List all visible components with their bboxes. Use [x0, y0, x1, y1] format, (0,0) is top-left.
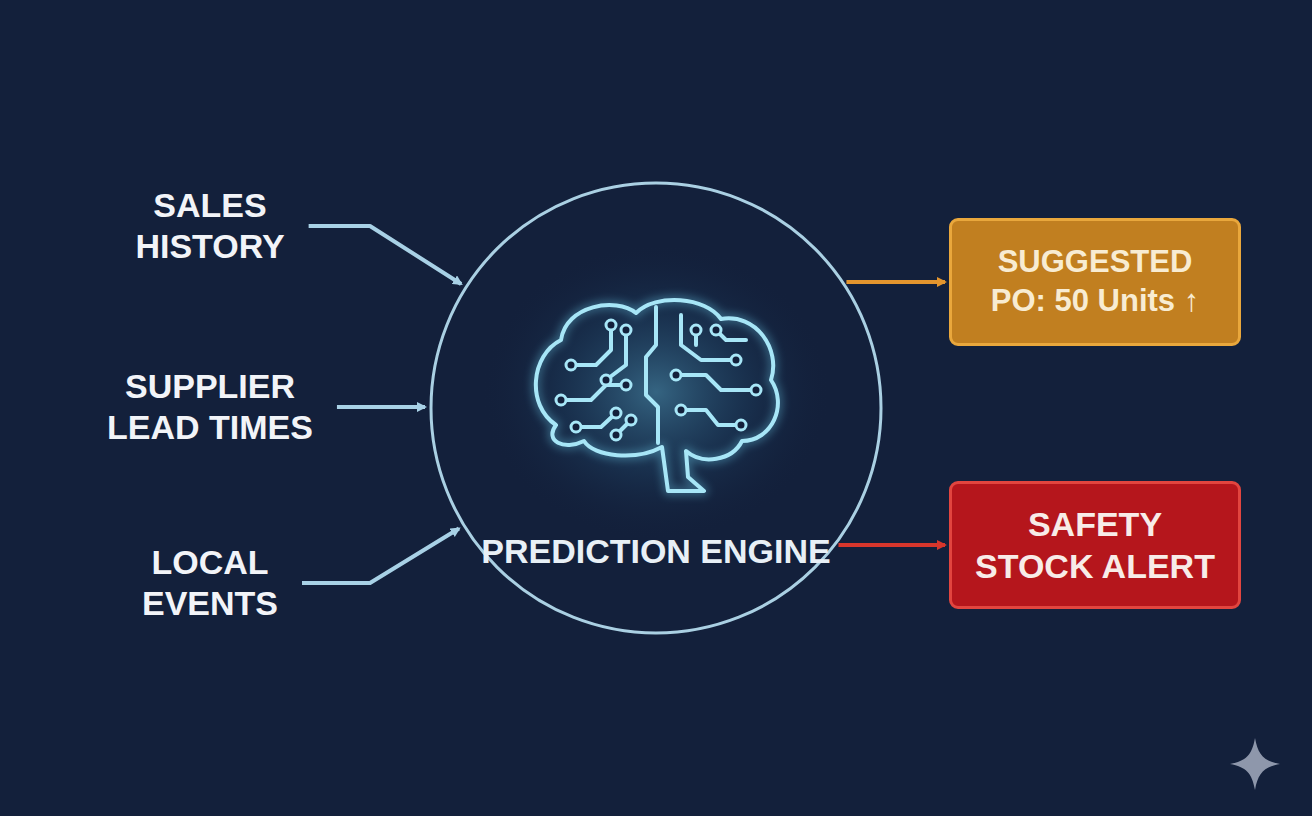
text-run: PREDICTION ENGINE: [481, 532, 830, 570]
flow-arrow: [337, 405, 425, 409]
circle-border: [431, 183, 881, 633]
input-label: SALES HISTORY: [105, 185, 315, 267]
text-holder: SUGGESTED PO: 50 Units ↑: [968, 243, 1222, 321]
text-run: SUPPLIER LEAD TIMES: [107, 367, 313, 446]
text-run: SAFETY STOCK ALERT: [975, 505, 1215, 586]
input-label-text: SALES HISTORY: [105, 185, 315, 267]
input-label-text: SUPPLIER LEAD TIMES: [85, 366, 335, 448]
input-label: SUPPLIER LEAD TIMES: [85, 366, 335, 448]
text-holder: PREDICTION ENGINE: [429, 531, 883, 572]
flow-arrow: [838, 543, 945, 547]
brain-glow: [481, 242, 831, 542]
alert-box: SAFETY STOCK ALERT: [949, 481, 1241, 609]
flow-arrow: [309, 226, 461, 284]
text-run: SUGGESTED PO: 50 Units ↑: [991, 244, 1199, 318]
input-label-text: LOCAL EVENTS: [105, 542, 315, 624]
input-label: LOCAL EVENTS: [105, 542, 315, 624]
output-box: SUGGESTED PO: 50 Units ↑: [949, 218, 1241, 346]
node-text: SUGGESTED PO: 50 Units ↑: [968, 243, 1222, 321]
text-holder: SAFETY STOCK ALERT: [968, 503, 1222, 588]
flow-arrow: [846, 280, 945, 284]
brain-icon: [536, 300, 778, 491]
watermark-star: [1230, 738, 1280, 790]
engine-circle: PREDICTION ENGINE: [429, 181, 883, 635]
text-run: SALES HISTORY: [135, 186, 284, 265]
text-run: LOCAL EVENTS: [142, 543, 278, 622]
node-text: SAFETY STOCK ALERT: [968, 503, 1222, 588]
node-text: PREDICTION ENGINE: [429, 531, 883, 572]
flow-arrow: [302, 529, 459, 583]
